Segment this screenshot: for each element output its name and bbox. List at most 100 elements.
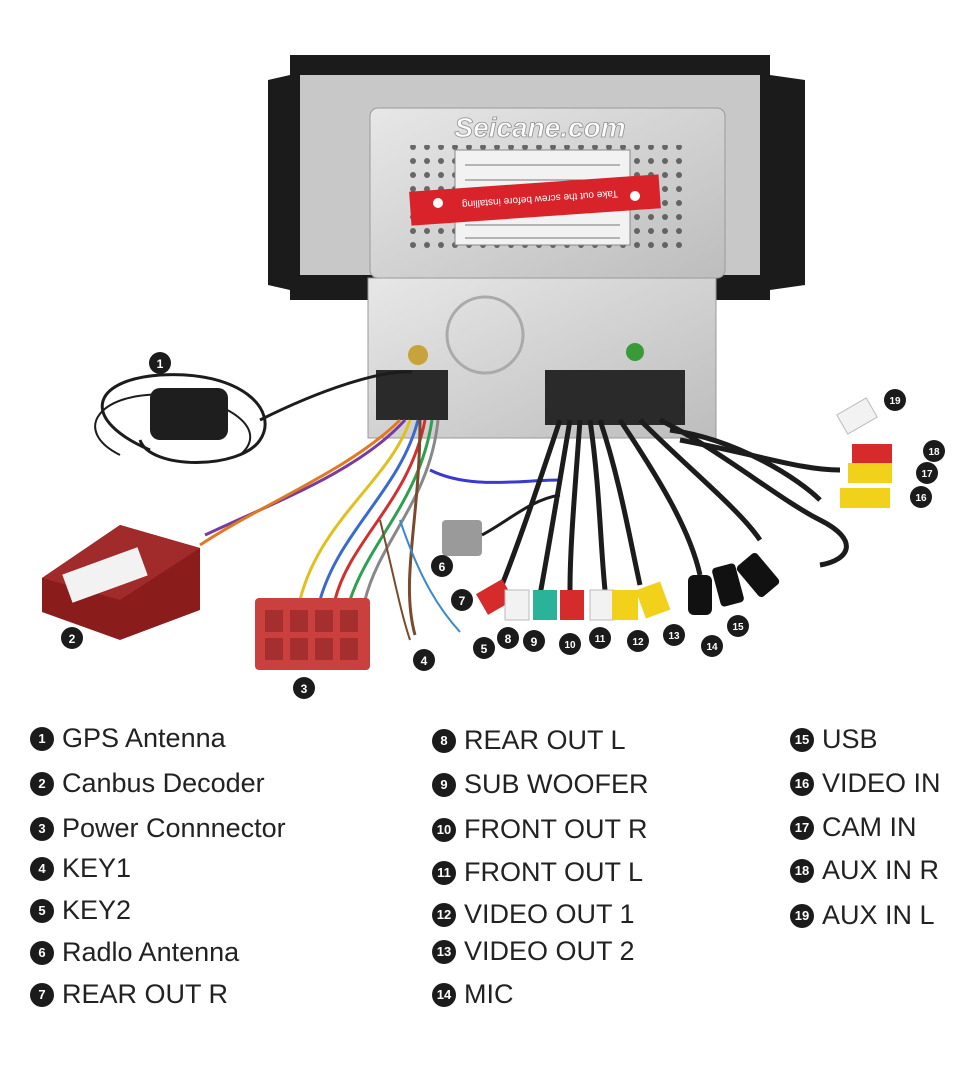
- rca-plugs-right: [836, 397, 892, 508]
- gps-antenna: [94, 370, 413, 464]
- legend-badge: 15: [790, 727, 814, 752]
- legend-label: REAR OUT R: [62, 979, 229, 1009]
- legend-badge: 9: [432, 772, 456, 797]
- legend-item-19: 19 AUX IN L: [790, 900, 935, 931]
- legend-label: AUX IN R: [822, 855, 940, 885]
- legend-label: FRONT OUT R: [464, 814, 648, 844]
- legend-badge: 19: [790, 903, 814, 928]
- legend-item-16: 16 VIDEO IN: [790, 768, 941, 799]
- legend-badge: 3: [30, 816, 54, 841]
- legend-item-13: 13 VIDEO OUT 2: [432, 936, 635, 967]
- av-cables: [497, 417, 849, 596]
- svg-text:12: 12: [632, 637, 644, 648]
- watermark-text: Seicane.com: [454, 112, 625, 143]
- wiring-bundle: [199, 418, 561, 636]
- legend-badge: 6: [30, 940, 54, 965]
- svg-text:1: 1: [157, 357, 164, 371]
- svg-text:10: 10: [564, 640, 576, 651]
- svg-text:2: 2: [69, 632, 76, 646]
- chassis-body: [367, 277, 717, 439]
- canbus-decoder: [42, 525, 200, 640]
- callout-13: 13: [663, 624, 685, 646]
- svg-text:4: 4: [421, 654, 428, 668]
- legend-label: VIDEO IN: [822, 768, 941, 798]
- radio-antenna-plug: [442, 493, 561, 556]
- legend-item-9: 9 SUB WOOFER: [432, 769, 649, 800]
- legend-badge: 5: [30, 898, 54, 923]
- legend-item-15: 15 USB: [790, 724, 878, 755]
- legend-label: SUB WOOFER: [464, 769, 649, 799]
- callout-18: 18: [923, 440, 945, 462]
- legend-item-3: 3 Power Connnector: [30, 813, 286, 844]
- callout-9: 9: [523, 630, 545, 652]
- legend-item-4: 4 KEY1: [30, 853, 131, 884]
- legend-badge: 12: [432, 902, 456, 927]
- legend-badge: 16: [790, 771, 814, 796]
- callout-2: 2: [61, 627, 83, 649]
- legend-item-1: 1 GPS Antenna: [30, 723, 226, 754]
- legend-label: Radlo Antenna: [62, 937, 240, 967]
- svg-text:16: 16: [915, 493, 927, 504]
- legend-item-10: 10 FRONT OUT R: [432, 814, 648, 845]
- legend-label: USB: [822, 724, 878, 754]
- callout-11: 11: [589, 627, 611, 649]
- svg-text:7: 7: [459, 594, 466, 608]
- svg-text:11: 11: [595, 634, 606, 645]
- legend-label: REAR OUT L: [464, 725, 626, 755]
- callout-15: 15: [727, 615, 749, 637]
- callout-10: 10: [559, 633, 581, 655]
- svg-text:5: 5: [481, 642, 488, 656]
- svg-text:3: 3: [301, 682, 308, 696]
- svg-text:15: 15: [732, 622, 744, 633]
- legend-item-11: 11 FRONT OUT L: [432, 857, 643, 888]
- legend-item-17: 17 CAM IN: [790, 812, 917, 843]
- svg-text:9: 9: [531, 635, 538, 649]
- legend-label: AUX IN L: [822, 900, 935, 930]
- legend-item-2: 2 Canbus Decoder: [30, 768, 265, 799]
- callout-17: 17: [916, 462, 938, 484]
- svg-text:13: 13: [668, 631, 680, 642]
- legend-label: KEY1: [62, 853, 132, 883]
- legend-badge: 18: [790, 858, 814, 883]
- callout-19: 19: [884, 389, 906, 411]
- legend-badge: 7: [30, 982, 54, 1007]
- callout-12: 12: [627, 630, 649, 652]
- legend-label: VIDEO OUT 1: [464, 899, 635, 929]
- legend-item-12: 12 VIDEO OUT 1: [432, 899, 635, 930]
- callout-16: 16: [910, 486, 932, 508]
- svg-text:6: 6: [439, 560, 446, 574]
- legend-item-8: 8 REAR OUT L: [432, 725, 626, 756]
- legend-badge: 13: [432, 939, 456, 964]
- legend-item-18: 18 AUX IN R: [790, 855, 939, 886]
- svg-text:19: 19: [889, 396, 901, 407]
- head-unit-wiring-illustration: Take out the screw before installing Sei…: [42, 55, 945, 699]
- legend-badge: 1: [30, 726, 54, 751]
- legend-badge: 4: [30, 856, 54, 881]
- legend-label: Power Connnector: [62, 813, 286, 843]
- legend-item-6: 6 Radlo Antenna: [30, 937, 239, 968]
- legend-badge: 10: [432, 817, 456, 842]
- legend-item-7: 7 REAR OUT R: [30, 979, 228, 1010]
- legend-badge: 2: [30, 771, 54, 796]
- callout-3: 3: [293, 677, 315, 699]
- legend-label: MIC: [464, 979, 514, 1009]
- legend-item-5: 5 KEY2: [30, 895, 131, 926]
- svg-text:14: 14: [706, 642, 718, 653]
- legend-badge: 17: [790, 815, 814, 840]
- legend-label: CAM IN: [822, 812, 917, 842]
- rca-plugs: [476, 552, 780, 621]
- legend-label: GPS Antenna: [62, 723, 226, 753]
- legend-badge: 11: [432, 860, 456, 885]
- svg-text:8: 8: [505, 632, 512, 646]
- legend-label: VIDEO OUT 2: [464, 936, 635, 966]
- legend-label: KEY2: [62, 895, 132, 925]
- key-wires: [379, 519, 461, 641]
- legend-item-14: 14 MIC: [432, 979, 514, 1010]
- callout-7: 7: [451, 589, 473, 611]
- legend-badge: 8: [432, 728, 456, 753]
- callout-5: 5: [473, 637, 495, 659]
- callout-6: 6: [431, 555, 453, 577]
- legend-badge: 14: [432, 982, 456, 1007]
- callout-8: 8: [497, 627, 519, 649]
- svg-text:18: 18: [928, 447, 940, 458]
